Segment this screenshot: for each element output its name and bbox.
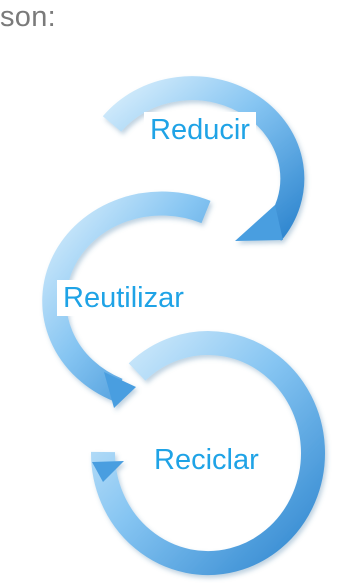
intro-text: son:: [0, 1, 57, 33]
reutilizar-arrowhead: [104, 372, 136, 408]
reciclar-arrow-ring: [90, 331, 325, 576]
step-label-reutilizar: Reutilizar: [57, 280, 190, 316]
step-label-reciclar: Reciclar: [148, 442, 265, 478]
reducir-arrowhead: [235, 205, 283, 241]
step-label-reducir: Reducir: [144, 112, 256, 148]
reducir-arrow-ring: [102, 76, 305, 241]
reutilizar-arrow-ring: [42, 191, 211, 408]
reciclar-arrowhead: [92, 461, 124, 482]
